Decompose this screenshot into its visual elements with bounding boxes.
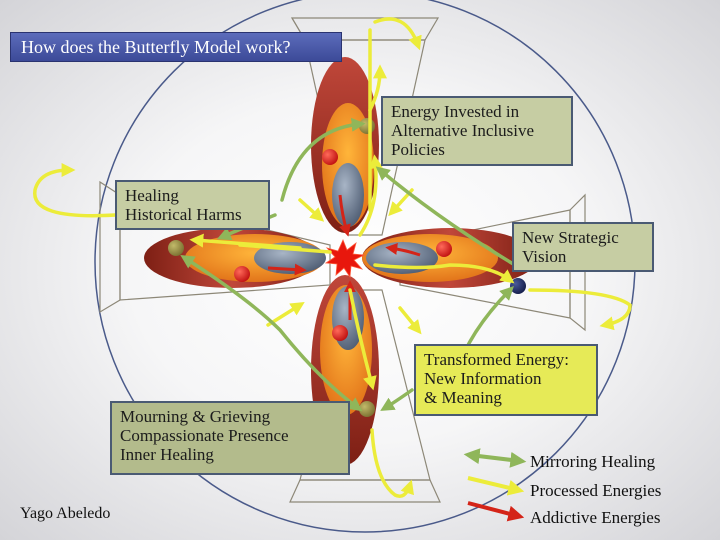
legend-mirroring-label: Mirroring Healing (530, 452, 656, 471)
center-starburst (324, 238, 366, 279)
wing-top (311, 57, 379, 233)
label-line: Mourning & Grieving (120, 407, 271, 426)
label-energy-invested: Energy Invested in Alternative Inclusive… (381, 96, 573, 166)
author-credit: Yago Abeledo (20, 505, 111, 522)
red-ball-top (322, 149, 338, 165)
label-line: Historical Harms (125, 205, 242, 224)
legend-addictive-icon (467, 501, 525, 522)
label-transformed-energy: Transformed Energy: New Information & Me… (414, 344, 598, 416)
legend-addictive-label: Addictive Energies (530, 508, 661, 527)
label-line: Transformed Energy: (424, 350, 569, 369)
page-title: How does the Butterfly Model work? (10, 32, 342, 62)
label-line: Inner Healing (120, 445, 214, 464)
legend-processed-icon (467, 476, 525, 496)
label-line: Healing (125, 186, 179, 205)
red-ball-right (436, 241, 452, 257)
label-line: New Strategic (522, 228, 619, 247)
label-line: New Information (424, 369, 542, 388)
label-line: Energy Invested in (391, 102, 520, 121)
legend-processed-label: Processed Energies (530, 481, 662, 500)
label-healing-harms: Healing Historical Harms (115, 180, 270, 230)
olive-ball-left (168, 240, 184, 256)
legend-mirroring-icon (463, 448, 527, 468)
label-line: Alternative Inclusive (391, 121, 535, 140)
label-line: Policies (391, 140, 445, 159)
mirroring-arrows (180, 117, 517, 412)
red-ball-left (234, 266, 250, 282)
label-new-vision: New Strategic Vision (512, 222, 654, 272)
label-line: Compassionate Presence (120, 426, 289, 445)
label-line: Vision (522, 247, 567, 266)
red-ball-bottom (332, 325, 348, 341)
label-line: & Meaning (424, 388, 502, 407)
navy-ball-right (510, 278, 526, 294)
label-mourning: Mourning & Grieving Compassionate Presen… (110, 401, 350, 475)
olive-ball-bottom (359, 401, 375, 417)
processed-arrows (33, 17, 632, 498)
olive-ball-top (359, 118, 375, 134)
